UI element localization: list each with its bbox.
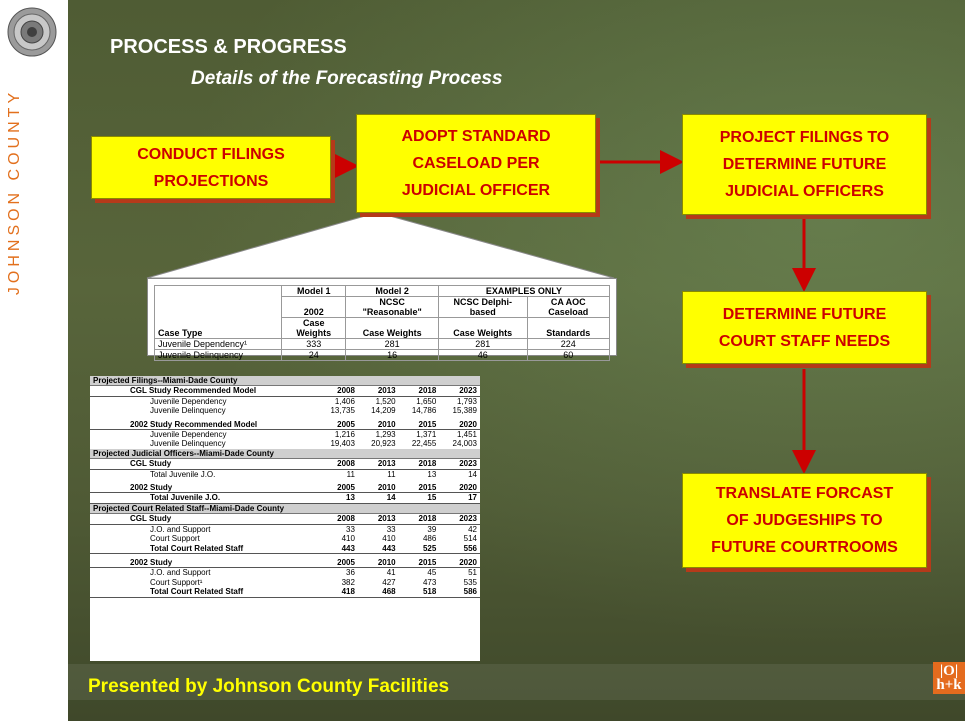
county-seal-icon (7, 7, 57, 57)
examples-only-header: EXAMPLES ONLY (437, 285, 611, 297)
section-title: Projected Court Related Staff--Miami-Dad… (90, 503, 480, 515)
section-title: Projected Judicial Officers--Miami-Dade … (90, 448, 480, 460)
col-model1: Model 1 (280, 285, 347, 297)
caseload-standards-table: Case Type Model 1 Model 2 EXAMPLES ONLY … (147, 278, 617, 361)
col-model2: Model 2 (345, 285, 439, 297)
slide-subtitle: Details of the Forecasting Process (191, 68, 503, 89)
col-case-type: Case Type (154, 285, 282, 339)
sidebar-county-name: JOHNSON COUNTY (6, 89, 23, 295)
footer-band (68, 664, 965, 700)
presented-by-footer: Presented by Johnson County Facilities (88, 676, 450, 697)
table-row: Juvenile Dependency¹ 333 281 281 224 (154, 338, 611, 350)
sidebar: JOHNSON COUNTY (0, 0, 68, 721)
table-row: Juvenile Delinquency 24 16 46 60 (154, 349, 611, 361)
sidebar-vertical-text: JOHNSON COUNTY (6, 89, 23, 295)
slide-title: PROCESS & PROGRESS (110, 36, 347, 58)
section-title: Projected Filings--Miami-Dade County (90, 376, 480, 387)
callout-pointer (146, 215, 615, 279)
projections-table: Projected Filings--Miami-Dade County CGL… (90, 376, 480, 661)
firm-logo-icon: |O| h+k (933, 662, 965, 694)
